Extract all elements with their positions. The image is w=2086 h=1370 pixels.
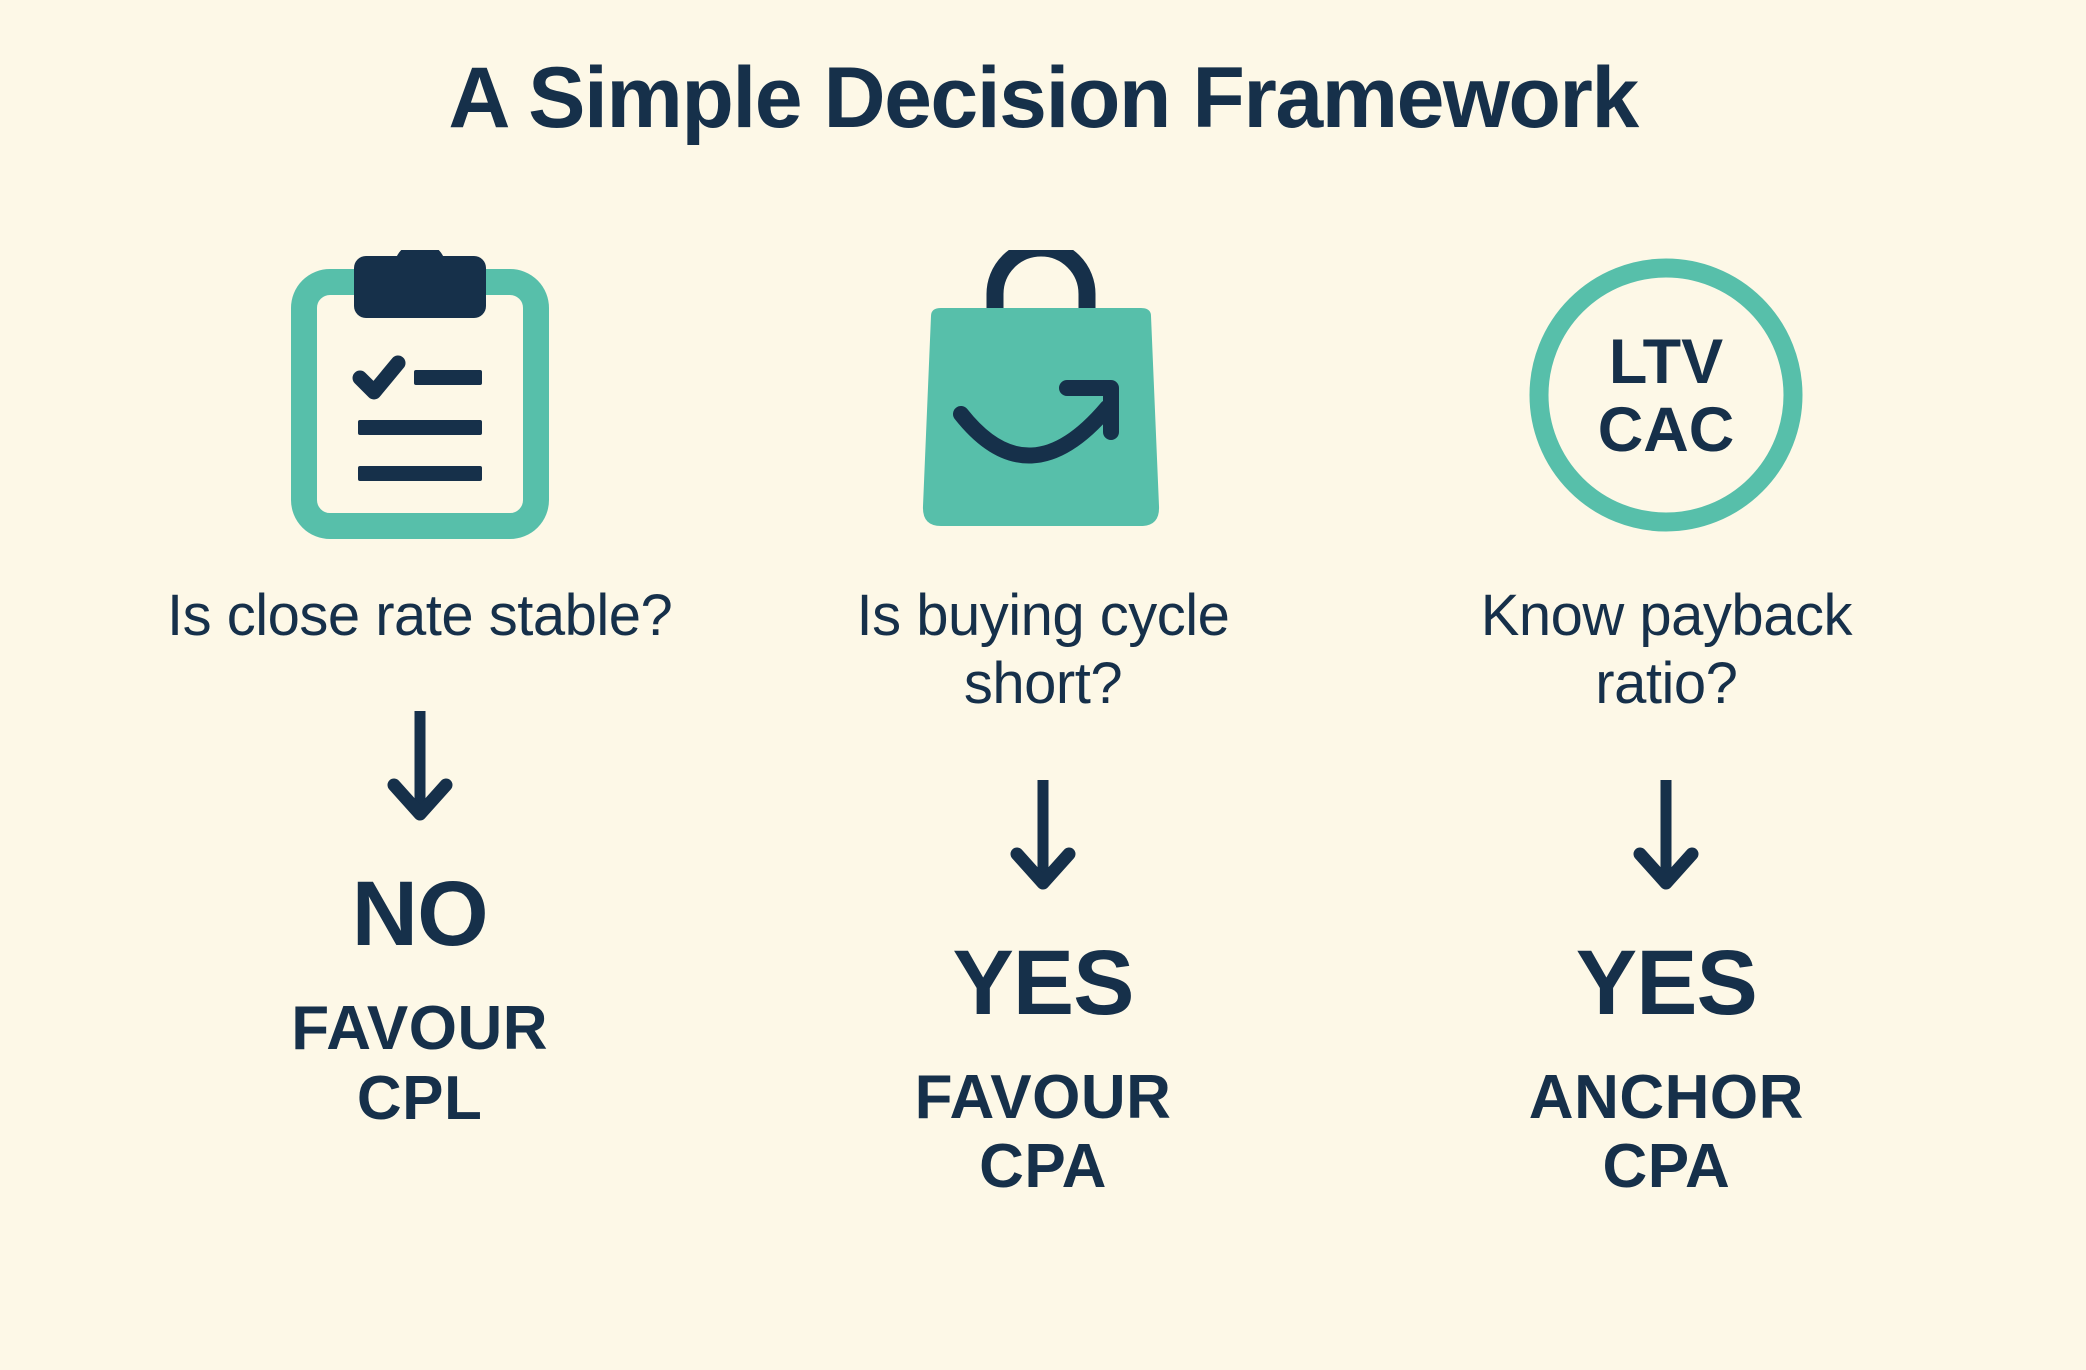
down-arrow-icon	[387, 711, 453, 821]
action-text: FAVOUR CPA	[915, 1063, 1172, 1202]
down-arrow-icon	[1633, 779, 1699, 890]
question-text: Is close rate stable?	[166, 583, 673, 648]
ltv-cac-ratio-icon-area: LTV CAC	[1521, 230, 1811, 560]
down-arrow-area	[1631, 771, 1701, 901]
cac-label: CAC	[1598, 395, 1735, 465]
page-title: A Simple Decision Framework	[448, 50, 1639, 146]
action-line-1: ANCHOR	[1528, 1062, 1804, 1132]
verdict-text: YES	[952, 931, 1134, 1034]
down-arrow-icon	[1010, 779, 1076, 890]
ltv-cac-ratio-icon: LTV CAC	[1529, 258, 1803, 532]
clipboard-checklist-icon	[290, 250, 549, 539]
down-arrow-area	[385, 702, 455, 832]
decision-column-buying-cycle: Is buying cycle short? YES FAVOUR CPA	[731, 230, 1354, 1202]
action-line-2: CPL	[356, 1063, 483, 1133]
down-arrow-area	[1008, 771, 1078, 901]
ltv-label: LTV	[1609, 327, 1723, 397]
decision-columns: Is close rate stable? NO FAVOUR CPL	[0, 230, 2086, 1202]
action-line-1: FAVOUR	[914, 1062, 1172, 1132]
action-line-1: FAVOUR	[291, 994, 549, 1064]
verdict-text: YES	[1575, 931, 1758, 1034]
shopping-bag-icon	[922, 250, 1160, 526]
decision-column-payback-ratio: LTV CAC Know payback ratio? YES ANCHOR C…	[1355, 230, 1978, 1202]
verdict-text: NO	[351, 863, 489, 966]
shopping-bag-icon-area	[903, 230, 1183, 560]
action-text: ANCHOR CPA	[1529, 1063, 1804, 1202]
question-text: Is buying cycle short?	[856, 583, 1230, 717]
clipboard-checklist-icon-area	[290, 230, 550, 560]
question-text: Know payback ratio?	[1480, 583, 1853, 717]
action-line-2: CPA	[979, 1132, 1107, 1202]
action-line-2: CPA	[1602, 1132, 1731, 1202]
decision-column-close-rate: Is close rate stable? NO FAVOUR CPL	[108, 230, 731, 1133]
action-text: FAVOUR CPL	[291, 994, 548, 1133]
